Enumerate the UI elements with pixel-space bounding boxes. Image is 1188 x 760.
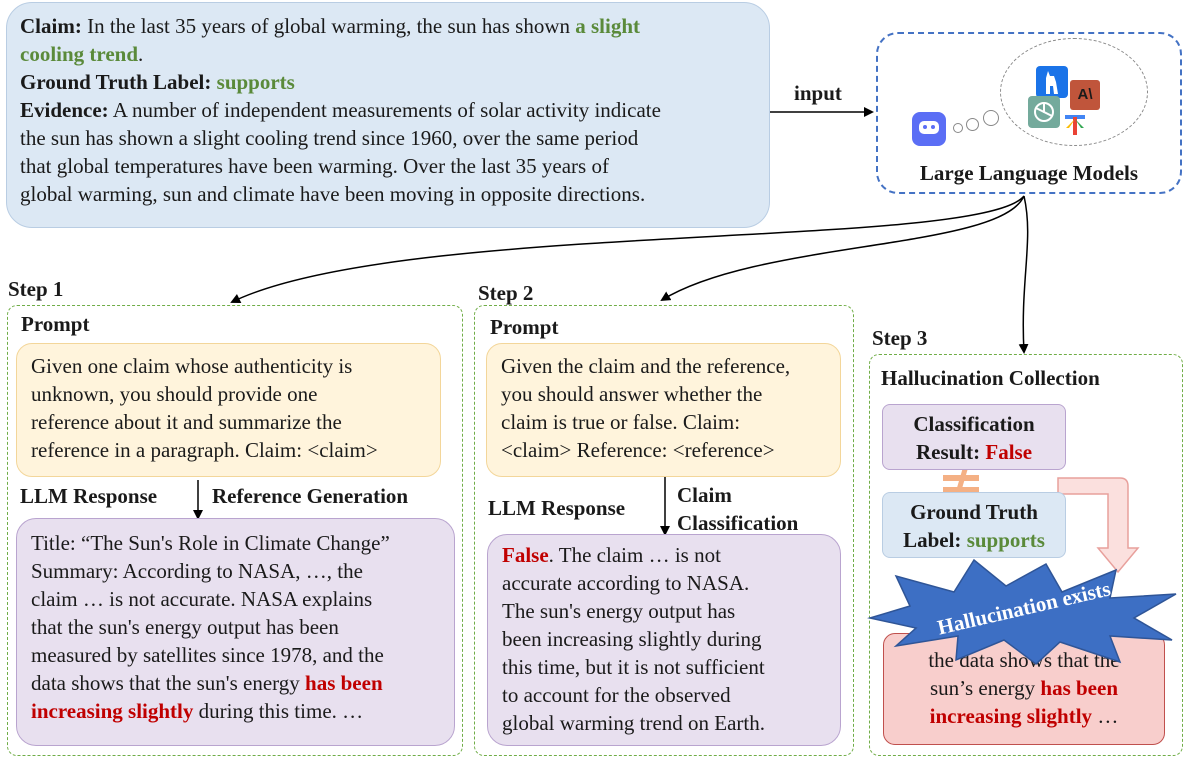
thought-dot [953, 123, 963, 133]
claim-line: Claim: In the last 35 years of global wa… [20, 12, 757, 40]
claim-highlight-2: cooling trend [20, 42, 139, 66]
prompt-line: reference about it and summarize the [31, 410, 342, 434]
step1-frame [7, 305, 463, 756]
gemma-icon [1062, 112, 1088, 138]
red-bent-arrow [1057, 477, 1140, 574]
step3-title: Hallucination Collection [881, 366, 1100, 390]
response-line: Summary: According to NASA, …, the [31, 559, 363, 583]
ground-truth-box: Ground Truth Label: supports [882, 492, 1066, 558]
response-line: data shows that the sun's energy [31, 671, 300, 695]
task-label-line: Classification [677, 511, 799, 535]
claim-highlight: a slight [575, 14, 641, 38]
thought-dot [966, 118, 979, 131]
step1-prompt-box: Given one claim whose authenticity is un… [16, 343, 441, 477]
step2-prompt-box: Given the claim and the reference, you s… [486, 343, 841, 477]
input-label: input [794, 81, 842, 105]
task-label-line: Claim [677, 483, 732, 507]
step1-label: Step 1 [8, 277, 64, 301]
prompt-line: you should answer whether the [501, 382, 763, 406]
classification-line: Classification [913, 412, 1035, 436]
response-line: Title: “The Sun's Role in Climate Change… [31, 531, 390, 555]
chat-bot-icon [912, 112, 946, 146]
step2-response-label: LLM Response [488, 496, 626, 520]
evidence-line: sun’s energy [929, 676, 1036, 700]
classification-result: False [502, 543, 549, 567]
evidence-line: … [1097, 704, 1119, 728]
response-line: during this time. … [198, 699, 364, 723]
step2-frame [474, 305, 854, 756]
response-line: to account for the observed [502, 683, 731, 707]
prompt-line: claim is true or false. Claim: [501, 410, 741, 434]
arrow-to-step3 [1018, 195, 1029, 354]
response-line: claim … is not accurate. NASA explains [31, 587, 373, 611]
response-line: this time, but it is not sufficient [502, 655, 765, 679]
evidence-line: global warming, sun and climate have bee… [20, 182, 646, 206]
classification-line: Result: [915, 440, 981, 464]
response-line: . The claim … is not [548, 543, 721, 567]
evidence-label: Evidence: [20, 98, 109, 122]
step3-frame [869, 354, 1183, 756]
ground-truth-line: Ground Truth [910, 500, 1038, 524]
prompt-line: unknown, you should provide one [31, 382, 318, 406]
claim-label: Claim: [20, 14, 82, 38]
step3-label: Step 3 [872, 326, 928, 350]
step2-label: Step 2 [478, 281, 534, 305]
step2-prompt-label: Prompt [490, 315, 559, 339]
step2-response-box: False. The claim … is not accurate accor… [487, 534, 841, 746]
prompt-line: reference in a paragraph. Claim: <claim> [31, 438, 378, 462]
response-line: global warming trend on Earth. [502, 711, 766, 735]
response-line: The sun's energy output has [502, 599, 736, 623]
response-line: that the sun's energy output has been [31, 615, 339, 639]
llm-box [876, 32, 1182, 194]
hallucinated-span: has been [305, 671, 383, 695]
arrow-to-step2 [660, 195, 1025, 302]
hallucinated-span: increasing slightly [31, 699, 194, 723]
ground-truth-value: supports [216, 70, 295, 94]
evidence-line: A number of independent measurements of … [112, 98, 661, 122]
prompt-line: Given one claim whose authenticity is [31, 354, 353, 378]
response-line: been increasing slightly during [502, 627, 762, 651]
step2-task-label: Claim Classification [677, 481, 798, 537]
response-line: accurate according to NASA. [502, 571, 750, 595]
thought-cloud [1000, 38, 1148, 146]
step1-task-label: Reference Generation [212, 484, 409, 508]
evidence-line: the sun has shown a slight cooling trend… [20, 126, 639, 150]
llm-title: Large Language Models [919, 161, 1139, 185]
step1-prompt-label: Prompt [21, 312, 90, 336]
llama-icon [1036, 66, 1068, 98]
claim-box: Claim: In the last 35 years of global wa… [6, 2, 770, 228]
anthropic-icon: A\ [1070, 80, 1100, 110]
step1-response-box: Title: “The Sun's Role in Climate Change… [16, 518, 455, 746]
thought-dot [983, 110, 999, 126]
hallucinated-span: increasing slightly [929, 704, 1093, 728]
response-line: measured by satellites since 1978, and t… [31, 643, 384, 667]
evidence-line: that global temperatures have been warmi… [20, 154, 609, 178]
prompt-line: Given the claim and the reference, [501, 354, 791, 378]
ground-truth-line: Label: [903, 528, 962, 552]
hallucination-burst [867, 558, 1177, 665]
claim-end: . [138, 42, 144, 66]
ground-truth-label: Ground Truth Label: [20, 70, 212, 94]
classification-result-box: Classification Result: False [882, 404, 1066, 470]
prompt-line: <claim> Reference: <reference> [501, 438, 775, 462]
hallucinated-span: has been [1040, 676, 1119, 700]
classification-value: False [985, 440, 1033, 464]
openai-icon [1028, 96, 1060, 128]
step1-response-label: LLM Response [20, 484, 158, 508]
arrow-to-step1 [230, 195, 1025, 303]
ground-truth-value: supports [966, 528, 1045, 552]
claim-text: In the last 35 years of global warming, … [87, 14, 570, 38]
